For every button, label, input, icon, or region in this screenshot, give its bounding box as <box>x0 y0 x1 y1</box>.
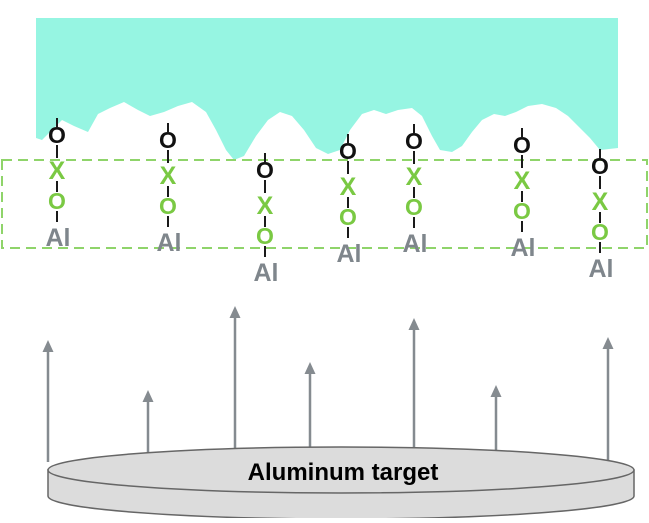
aluminum-atom: Al <box>403 230 428 258</box>
molecule-chain: OXO Al <box>254 153 279 287</box>
linker-x: X <box>160 162 177 190</box>
arrow-head <box>42 340 54 352</box>
target-top <box>47 446 635 494</box>
arrow-head <box>602 337 614 349</box>
linker-x: X <box>514 167 531 195</box>
arrow-head <box>408 318 420 330</box>
arrow-head <box>229 306 241 318</box>
sputter-arrow <box>408 318 420 462</box>
target-label: Aluminum target <box>248 459 439 486</box>
molecule-chain: OXO Al <box>589 149 614 283</box>
molecule-chain: OXO Al <box>157 123 182 257</box>
oxygen-atom-bottom: O <box>591 219 609 245</box>
oxygen-atom-top: O <box>591 153 609 179</box>
oxygen-atom-top: O <box>513 132 531 158</box>
oxygen-atom-bottom: O <box>339 204 357 230</box>
aluminum-atom: Al <box>46 224 71 252</box>
linker-x: X <box>340 173 357 201</box>
linker-x: X <box>406 163 423 191</box>
aluminum-atom: Al <box>511 234 536 262</box>
oxygen-atom-top: O <box>339 138 357 164</box>
oxygen-atom-bottom: O <box>513 198 531 224</box>
oxygen-atom-top: O <box>159 127 177 153</box>
aluminum-atom: Al <box>157 229 182 257</box>
arrow-head <box>142 390 154 402</box>
linker-x: X <box>257 192 274 220</box>
arrow-head <box>490 385 502 397</box>
arrow-head <box>304 362 316 374</box>
substrate-surface <box>36 18 618 160</box>
molecule-chain: OXO Al <box>337 134 362 268</box>
oxygen-atom-bottom: O <box>405 194 423 220</box>
oxygen-atom-top: O <box>405 128 423 154</box>
molecule-chain: OXO Al <box>511 128 536 262</box>
aluminum-atom: Al <box>254 259 279 287</box>
oxygen-atom-top: O <box>48 122 66 148</box>
sputter-arrow <box>229 306 241 462</box>
sputter-arrow <box>142 390 154 462</box>
molecule-chain: OXO Al <box>46 118 71 252</box>
oxygen-atom-bottom: O <box>48 188 66 214</box>
oxygen-atom-bottom: O <box>256 223 274 249</box>
sputter-arrow <box>602 337 614 462</box>
sputter-arrow <box>42 340 54 462</box>
oxygen-atom-top: O <box>256 157 274 183</box>
monolayer-band <box>1 159 648 249</box>
aluminum-target: Aluminum target <box>47 446 635 520</box>
sputter-arrows <box>42 306 614 462</box>
linker-x: X <box>49 157 66 185</box>
oxygen-atom-bottom: O <box>159 193 177 219</box>
aluminum-atom: Al <box>337 240 362 268</box>
linker-x: X <box>592 188 609 216</box>
aluminum-atom: Al <box>589 255 614 283</box>
molecule-chain: OXO Al <box>403 124 428 258</box>
